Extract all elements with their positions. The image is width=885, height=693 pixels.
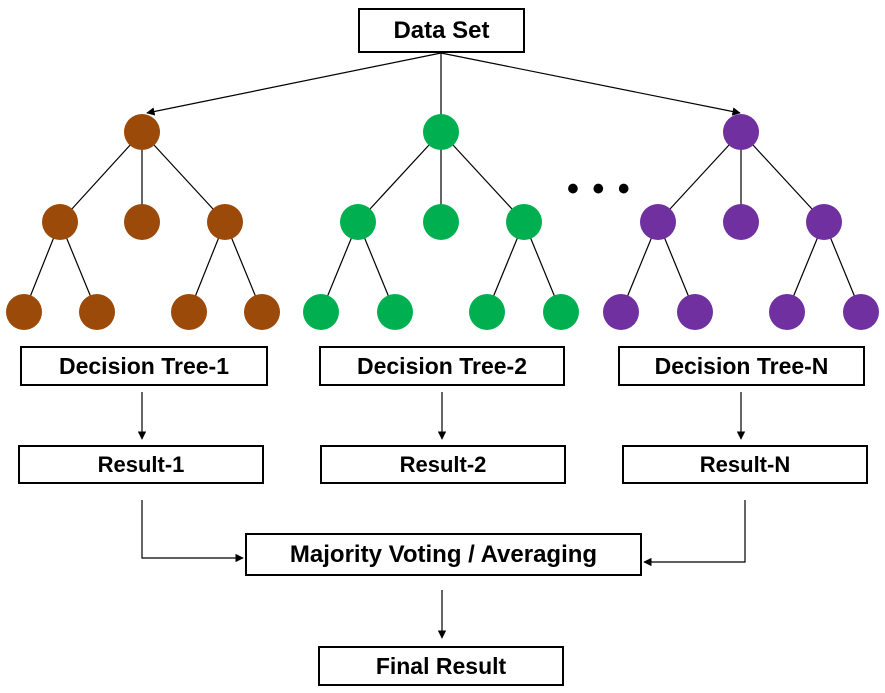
tree-3-mid-node-2 [723,204,759,240]
data-set-box: Data Set [358,8,525,53]
arrow-dataset-to-tree-n [440,52,741,116]
ellipsis: • • • [567,170,632,208]
arrow-result-n-to-aggregation [643,500,746,567]
tree-2-leaf-node-2 [377,294,413,330]
tree-2-leaf-node-3 [469,294,505,330]
tree-1-leaf-node-1 [6,294,42,330]
tree-1-mid-node-3 [207,204,243,240]
tree-1-leaf-node-4 [244,294,280,330]
result-n-box: Result-N [622,445,868,484]
tree-3-leaf-node-1 [603,294,639,330]
tree-3-edge-root-1 [657,131,742,223]
result-1-box: Result-1 [18,445,264,484]
tree-1-root-node [124,114,160,150]
tree-2-mid-node-1 [340,204,376,240]
tree-1-edge-root-3 [141,131,226,223]
tree-2-root-node [423,114,459,150]
arrow-dataset-to-tree-1 [146,52,442,116]
tree-1-mid-node-1 [42,204,78,240]
tree-3-leaf-node-4 [843,294,879,330]
tree-3-leaf-node-3 [769,294,805,330]
tree-3-mid-node-1 [640,204,676,240]
tree-2-edge-root-3 [440,131,525,223]
tree-2-leaf-node-4 [543,294,579,330]
tree-1-leaf-node-2 [79,294,115,330]
final-result-box: Final Result [318,646,564,686]
aggregation-box: Majority Voting / Averaging [245,533,642,576]
decision-tree-1-box: Decision Tree-1 [20,346,268,386]
tree-2-mid-node-3 [506,204,542,240]
result-2-box: Result-2 [320,445,566,484]
tree-3-root-node [723,114,759,150]
tree-1-edge-root-1 [59,131,143,223]
tree-3-mid-node-3 [806,204,842,240]
tree-1-mid-node-2 [124,204,160,240]
tree-2-mid-node-2 [423,204,459,240]
tree-3-leaf-node-2 [677,294,713,330]
tree-1-leaf-node-3 [171,294,207,330]
tree-3-edge-root-3 [740,131,825,223]
tree-2-leaf-node-1 [303,294,339,330]
decision-tree-n-box: Decision Tree-N [618,346,865,386]
decision-tree-2-box: Decision Tree-2 [319,346,565,386]
tree-2-edge-root-1 [357,131,442,223]
arrow-result-1-to-aggregation [141,500,244,563]
